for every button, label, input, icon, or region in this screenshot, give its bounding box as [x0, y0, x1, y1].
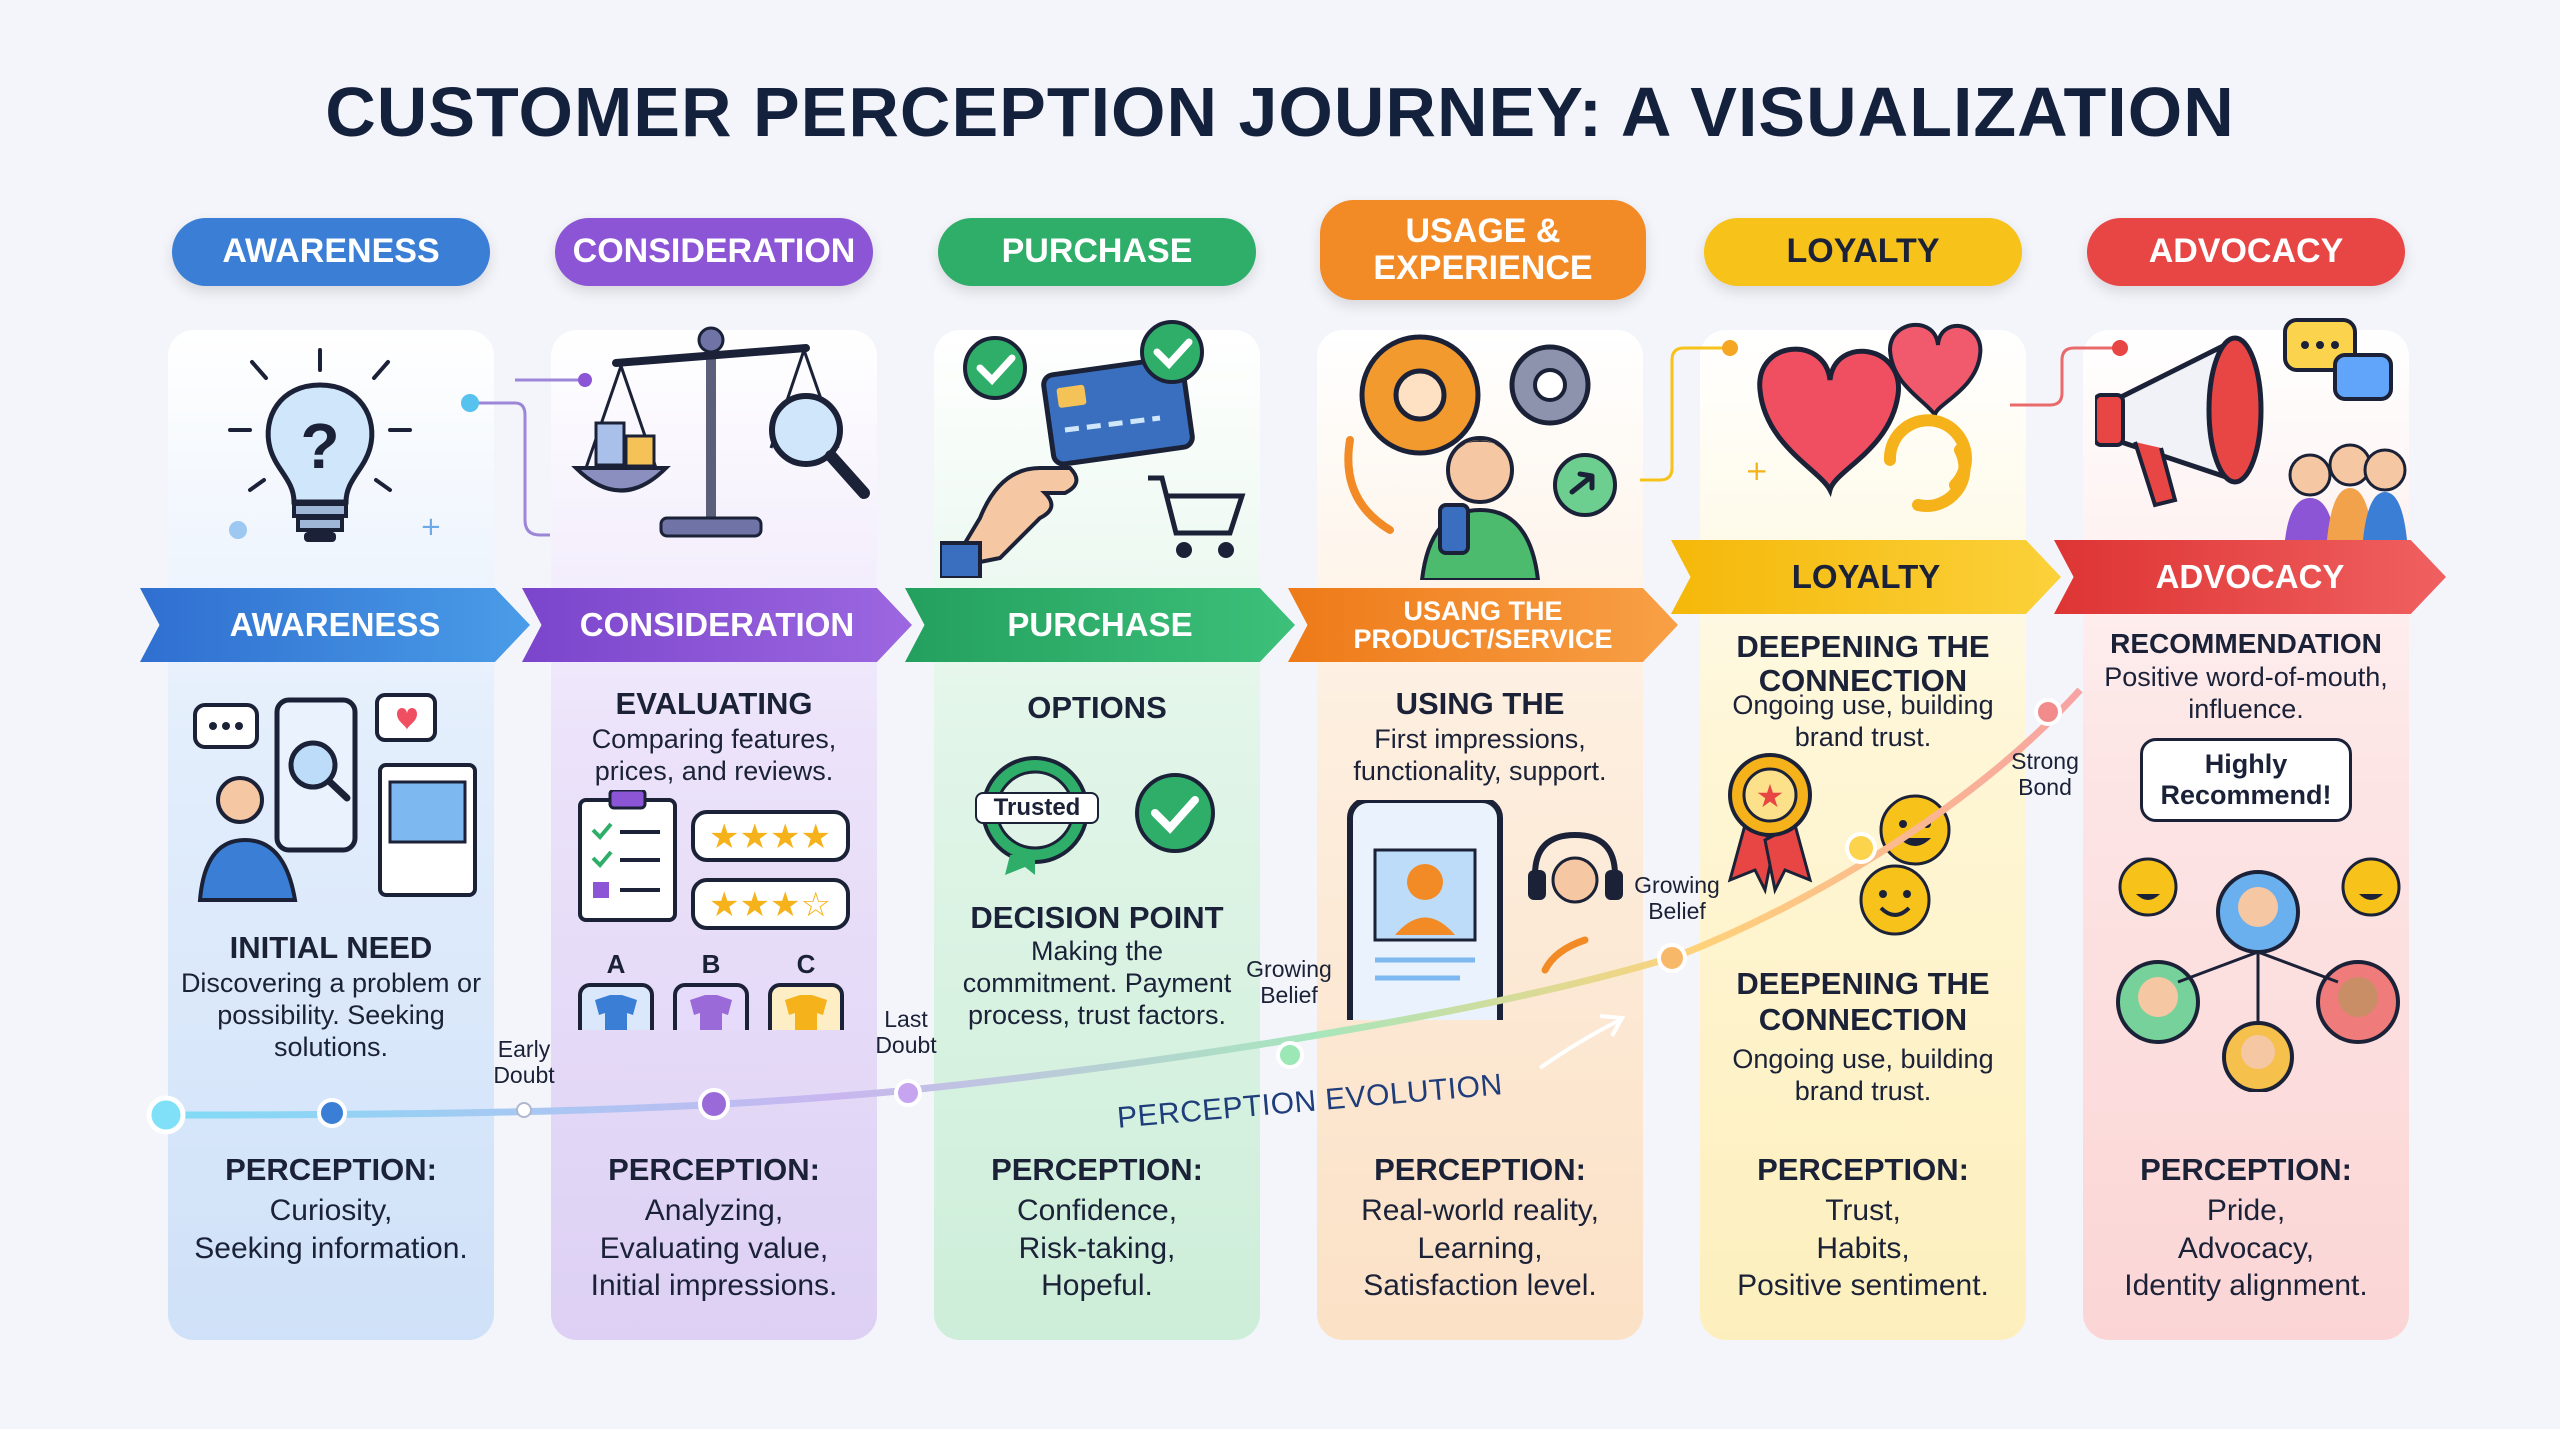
perception-line: Risk-taking,: [1018, 1231, 1176, 1265]
loyalty-section-body: Ongoing use, building brand trust.: [1732, 690, 1994, 752]
loyalty-perception-label: PERCEPTION:: [1757, 1152, 1969, 1187]
stage-ribbon-awareness: AWARENESS: [140, 588, 530, 662]
svg-text:★★★★: ★★★★: [709, 817, 831, 857]
stage-pill-loyalty: LOYALTY: [1704, 218, 2022, 286]
usage-section-title: USING THE: [1395, 686, 1565, 721]
perception-line: Seeking information.: [194, 1231, 468, 1265]
stage-pill-purchase: PURCHASE: [938, 218, 1256, 286]
hearts-loop-icon: +: [1745, 322, 1983, 512]
credit-card-payment-icon: [940, 320, 1246, 578]
perception-line: Positive sentiment.: [1737, 1269, 1989, 1302]
svg-text:+: +: [1745, 454, 1768, 487]
consideration-perception-label: PERCEPTION:: [608, 1152, 820, 1187]
usage-perception-label: PERCEPTION:: [1374, 1152, 1586, 1187]
perception-line: Satisfaction level.: [1363, 1269, 1597, 1302]
stage-pill-advocacy: ADVOCACY: [2087, 218, 2405, 286]
label-last-doubt: Last Doubt: [875, 1006, 937, 1059]
usage-section-body: First impressions, functionality, suppor…: [1353, 724, 1607, 786]
perception-line: Habits,: [1816, 1231, 1910, 1265]
page-title: CUSTOMER PERCEPTION JOURNEY: A VISUALIZA…: [325, 73, 2235, 151]
stage-pill-awareness: AWARENESS: [172, 218, 490, 286]
advocacy-perception-text: Pride, Advocacy, Identity alignment.: [2083, 1192, 2409, 1305]
purchase-section-body: Making the commitment. Payment process, …: [962, 936, 1232, 1030]
gears-person-icon: [1344, 334, 1617, 580]
loyalty-perception-text: Trust, Habits, Positive sentiment.: [1700, 1192, 2026, 1305]
checklist-ratings-illustration: ★★★★ ★★★☆: [578, 790, 850, 1030]
perception-line: Evaluating value,: [599, 1231, 829, 1265]
awareness-perception-label: PERCEPTION:: [225, 1152, 437, 1187]
purchase-options-title: OPTIONS: [1027, 690, 1167, 725]
perception-line: Pride,: [2206, 1194, 2286, 1227]
awareness-perception-text: Curiosity, Seeking information.: [168, 1192, 494, 1267]
stage-pill-usage: USAGE & EXPERIENCE: [1320, 200, 1646, 300]
label-strong-bond: Strong Bond: [2011, 748, 2079, 801]
perception-line: Confidence,: [1016, 1194, 1178, 1227]
option-label-a: A: [606, 949, 626, 979]
perception-line: Trust,: [1825, 1194, 1901, 1227]
perception-line: Curiosity,: [269, 1194, 393, 1227]
stage-ribbon-usage: USANG THE PRODUCT/SERVICE: [1288, 588, 1678, 662]
loyalty-section-title-2: DEEPENING THE CONNECTION: [1736, 966, 1990, 1037]
purchase-perception-label: PERCEPTION:: [991, 1152, 1203, 1187]
smiley-faces-icon: [1859, 794, 1951, 936]
loyalty-section-title: DEEPENING THE CONNECTION: [1736, 629, 1990, 699]
stage-ribbon-loyalty: LOYALTY: [1671, 540, 2061, 614]
trusted-badge-label: Trusted: [975, 792, 1099, 824]
perception-line: Analyzing,: [644, 1194, 784, 1227]
loyalty-section-body-2: Ongoing use, building brand trust.: [1732, 1044, 1994, 1106]
awareness-section-body: Discovering a problem or possibility. Se…: [180, 968, 482, 1062]
megaphone-crowd-icon: [2095, 318, 2407, 540]
advocacy-perception-label: PERCEPTION:: [2140, 1152, 2352, 1187]
svg-text:+: +: [420, 512, 442, 542]
svg-text:★★★☆: ★★★☆: [709, 885, 831, 925]
perception-line: Identity alignment.: [2124, 1269, 2368, 1302]
option-label-b: B: [701, 949, 721, 979]
svg-text:★: ★: [1756, 777, 1785, 815]
svg-text:?: ?: [300, 410, 339, 482]
purchase-section-title: DECISION POINT: [970, 900, 1224, 935]
perception-line: Real-world reality,: [1361, 1194, 1599, 1227]
perception-line: Initial impressions.: [590, 1269, 838, 1302]
advocacy-network-illustration: [2116, 857, 2401, 1092]
label-growing-belief-2: Growing Belief: [1634, 872, 1720, 925]
stage-pill-consideration: CONSIDERATION: [555, 218, 873, 286]
consideration-section-body: Comparing features, prices, and reviews.: [591, 724, 837, 786]
scale-magnifier-icon: [571, 326, 870, 538]
option-label-c: C: [796, 949, 816, 979]
advocacy-section-title: RECOMMENDATION: [2110, 628, 2382, 659]
label-early-doubt: Early Doubt: [493, 1036, 555, 1089]
lightbulb-question-icon: ? +: [228, 348, 442, 542]
usage-perception-text: Real-world reality, Learning, Satisfacti…: [1317, 1192, 1643, 1305]
phone-search-illustration: [193, 693, 477, 902]
recommend-bubble: Highly Recommend!: [2140, 738, 2352, 823]
awareness-section-title: INITIAL NEED: [229, 930, 433, 965]
perception-line: Advocacy,: [2177, 1231, 2315, 1265]
perception-line: Hopeful.: [1041, 1269, 1153, 1302]
consideration-section-title: EVALUATING: [615, 686, 813, 721]
stage-ribbon-advocacy: ADVOCACY: [2054, 540, 2446, 614]
stage-ribbon-purchase: PURCHASE: [905, 588, 1295, 662]
consideration-perception-text: Analyzing, Evaluating value, Initial imp…: [551, 1192, 877, 1305]
purchase-perception-text: Confidence, Risk-taking, Hopeful.: [934, 1192, 1260, 1305]
label-growing-belief-1: Growing Belief: [1246, 956, 1332, 1009]
advocacy-section-body: Positive word-of-mouth, influence.: [2104, 662, 2388, 724]
perception-line: Learning,: [1417, 1231, 1543, 1265]
stage-ribbon-consideration: CONSIDERATION: [522, 588, 912, 662]
app-support-illustration: [1347, 800, 1623, 1020]
